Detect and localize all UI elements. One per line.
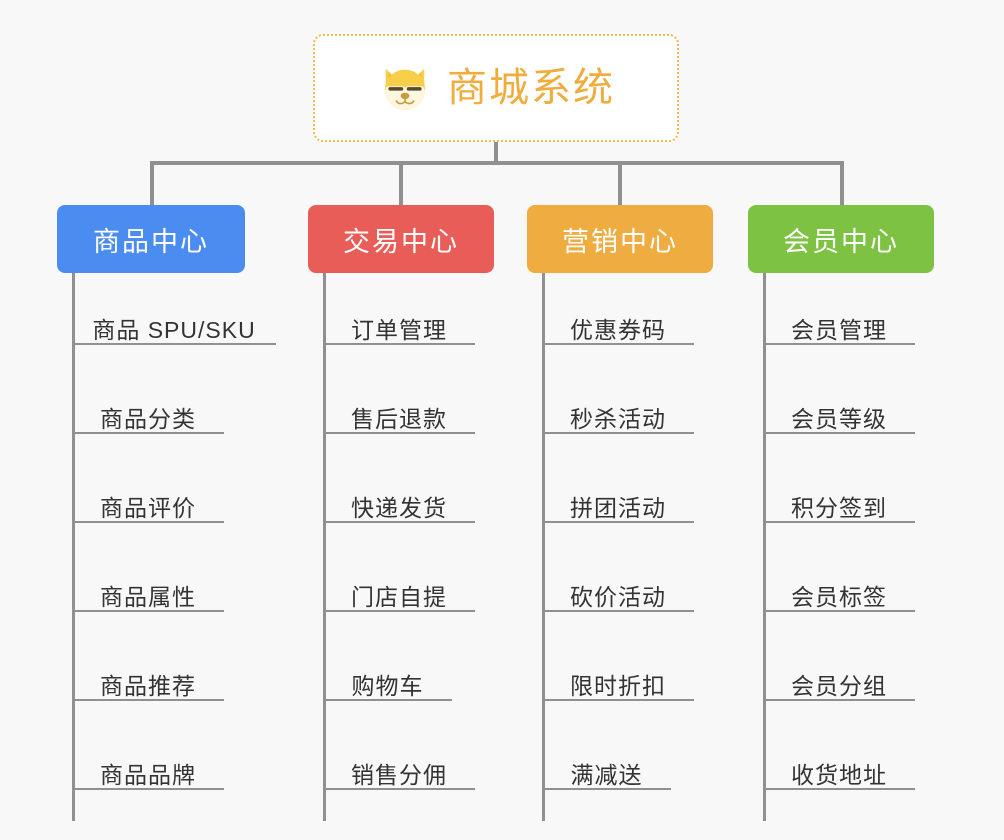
leaf-item[interactable]: 秒杀活动 <box>542 404 694 434</box>
leaf-label: 商品品牌 <box>100 762 196 788</box>
leaf-label: 拼团活动 <box>570 495 666 521</box>
leaf-label: 砍价活动 <box>570 584 666 610</box>
leaf-item[interactable]: 商品推荐 <box>72 671 224 701</box>
spine-3 <box>542 273 545 821</box>
leaf-item[interactable]: 商品品牌 <box>72 760 224 790</box>
branch-box-3[interactable]: 营销中心 <box>527 205 713 273</box>
leaf-label: 商品属性 <box>100 584 196 610</box>
leaf-label: 门店自提 <box>351 584 447 610</box>
leaf-item[interactable]: 订单管理 <box>323 315 475 345</box>
leaf-item[interactable]: 限时折扣 <box>542 671 694 701</box>
leaf-label: 售后退款 <box>351 406 447 432</box>
leaf-item[interactable]: 商品 SPU/SKU <box>72 315 276 345</box>
leaf-item[interactable]: 收货地址 <box>763 760 915 790</box>
leaf-label: 快递发货 <box>351 495 447 521</box>
leaf-label: 销售分佣 <box>351 762 447 788</box>
leaf-label: 限时折扣 <box>570 673 666 699</box>
dog-face-icon <box>377 60 433 116</box>
leaf-item[interactable]: 会员分组 <box>763 671 915 701</box>
leaf-label: 会员管理 <box>791 317 887 343</box>
leaf-label: 商品分类 <box>100 406 196 432</box>
leaf-item[interactable]: 售后退款 <box>323 404 475 434</box>
connector-root-stem <box>494 142 498 163</box>
branch-label-1: 商品中心 <box>93 226 209 257</box>
leaf-item[interactable]: 商品评价 <box>72 493 224 523</box>
branch-label-4: 会员中心 <box>783 226 899 257</box>
leaf-item[interactable]: 门店自提 <box>323 582 475 612</box>
spine-1 <box>72 273 75 821</box>
branch-label-2: 交易中心 <box>343 226 459 257</box>
branch-box-1[interactable]: 商品中心 <box>57 205 245 273</box>
leaf-item[interactable]: 购物车 <box>323 671 452 701</box>
leaf-label: 优惠券码 <box>570 317 666 343</box>
leaf-label: 商品 SPU/SKU <box>92 317 256 343</box>
leaf-item[interactable]: 商品属性 <box>72 582 224 612</box>
spine-4 <box>763 273 766 821</box>
leaf-label: 会员分组 <box>791 673 887 699</box>
leaf-item[interactable]: 商品分类 <box>72 404 224 434</box>
branch-label-3: 营销中心 <box>562 226 678 257</box>
leaf-label: 商品评价 <box>100 495 196 521</box>
spine-2 <box>323 273 326 821</box>
leaf-item[interactable]: 销售分佣 <box>323 760 475 790</box>
leaf-item[interactable]: 满减送 <box>542 760 671 790</box>
connector-drop-4 <box>840 161 844 205</box>
leaf-label: 会员等级 <box>791 406 887 432</box>
connector-drop-3 <box>618 161 622 205</box>
leaf-item[interactable]: 砍价活动 <box>542 582 694 612</box>
leaf-label: 满减送 <box>570 762 643 788</box>
connector-drop-1 <box>150 161 154 205</box>
leaf-label: 会员标签 <box>791 584 887 610</box>
leaf-item[interactable]: 会员管理 <box>763 315 915 345</box>
root-node-mall-system[interactable]: 商城系统 <box>313 34 679 142</box>
leaf-label: 秒杀活动 <box>570 406 666 432</box>
leaf-item[interactable]: 会员标签 <box>763 582 915 612</box>
leaf-label: 商品推荐 <box>100 673 196 699</box>
root-title: 商城系统 <box>447 66 615 110</box>
leaf-label: 订单管理 <box>351 317 447 343</box>
leaf-item[interactable]: 会员等级 <box>763 404 915 434</box>
leaf-item[interactable]: 积分签到 <box>763 493 915 523</box>
branch-box-4[interactable]: 会员中心 <box>748 205 934 273</box>
leaf-label: 购物车 <box>351 673 424 699</box>
leaf-item[interactable]: 优惠券码 <box>542 315 694 345</box>
leaf-label: 收货地址 <box>791 762 887 788</box>
leaf-label: 积分签到 <box>791 495 887 521</box>
leaf-item[interactable]: 拼团活动 <box>542 493 694 523</box>
connector-horizontal-bus <box>150 161 844 165</box>
leaf-item[interactable]: 快递发货 <box>323 493 475 523</box>
connector-drop-2 <box>399 161 403 205</box>
branch-box-2[interactable]: 交易中心 <box>308 205 494 273</box>
